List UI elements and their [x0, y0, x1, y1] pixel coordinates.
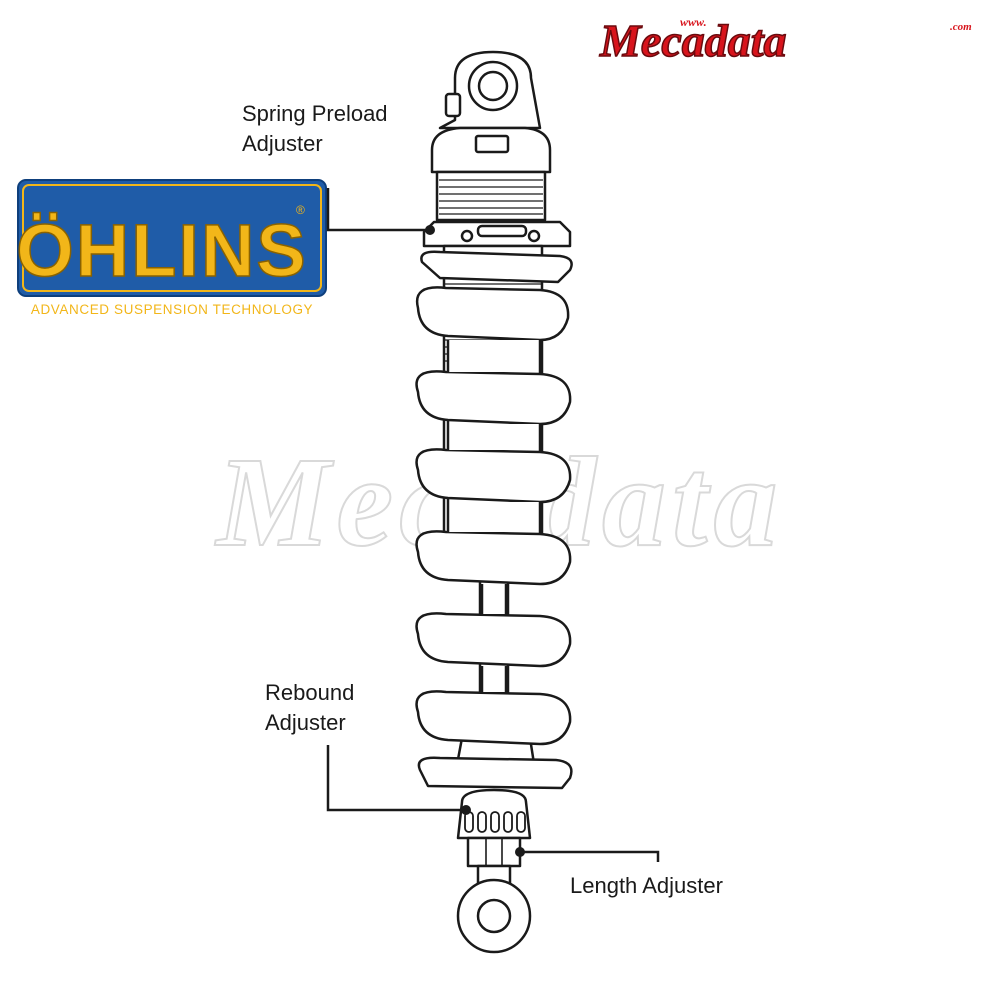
rebound-leader	[326, 745, 466, 812]
length-label: Length Adjuster	[570, 871, 723, 901]
length-leader	[520, 850, 660, 862]
bottom-mount	[456, 788, 532, 954]
ohlins-logo: ÖHLINS ® ADVANCED SUSPENSION TECHNOLOGY	[15, 179, 327, 317]
length-dot	[515, 847, 525, 857]
spring-preload-dot	[425, 225, 435, 235]
spring-preload-leader	[326, 188, 430, 232]
callout-dots	[425, 225, 525, 857]
spring-preload-label-line1: Spring Preload	[242, 101, 388, 126]
mecadata-logo: www. Mecadata .com	[598, 14, 972, 67]
ohlins-tagline: ADVANCED SUSPENSION TECHNOLOGY	[31, 302, 313, 317]
registered-mark: ®	[296, 203, 305, 217]
length-label-line1: Length Adjuster	[570, 873, 723, 898]
spring-preload-label: Spring Preload Adjuster	[242, 99, 388, 159]
threaded-collar	[435, 170, 547, 222]
logo-suffix: .com	[950, 21, 972, 33]
rebound-dot	[461, 805, 471, 815]
rebound-label: Rebound Adjuster	[265, 678, 354, 738]
ohlins-wordmark: ÖHLINS	[16, 209, 308, 292]
logo-prefix: www.	[680, 15, 707, 29]
rebound-label-line2: Adjuster	[265, 710, 346, 735]
spring-preload-label-line2: Adjuster	[242, 131, 323, 156]
logo-name: Mecadata	[599, 15, 787, 66]
coil-spring	[415, 250, 573, 790]
rebound-label-line1: Rebound	[265, 680, 355, 705]
callout-leaders	[326, 188, 660, 862]
length-adjuster-nut	[466, 836, 522, 868]
